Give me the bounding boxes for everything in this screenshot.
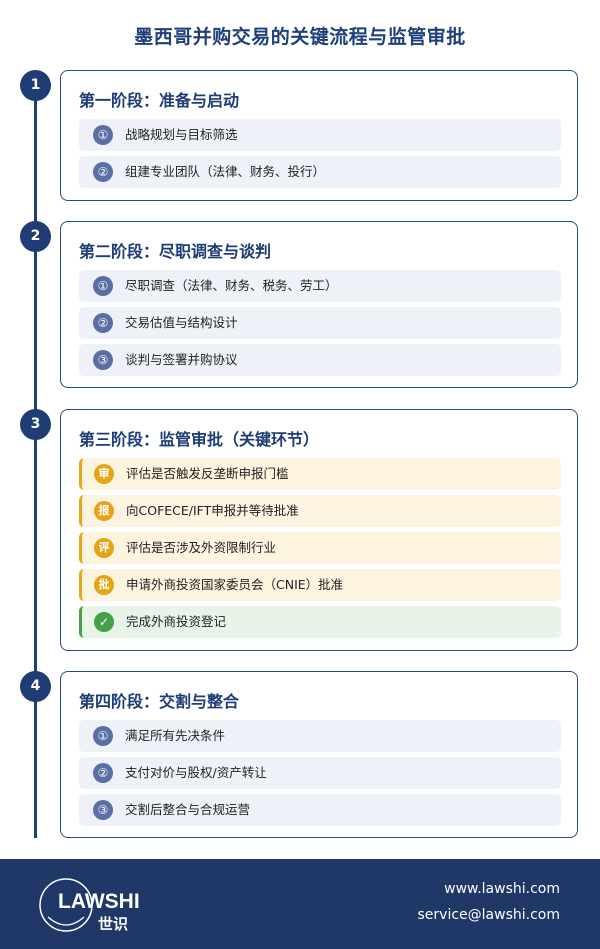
item-text: 完成外商投资登记 (126, 614, 227, 629)
logo-text: LAWSHI (58, 890, 140, 913)
checkmark-icon: ✓ (94, 612, 114, 632)
page-title: 墨西哥并购交易的关键流程与监管审批 (134, 26, 466, 48)
stage-3-item-3: 评 评估是否涉及外资限制行业 (79, 532, 561, 564)
number-bullet-icon: ① (93, 726, 113, 746)
stage-3-card: 第三阶段：监管审批（关键环节） 审 评估是否触发反垄断申报门槛 报 向COFEC… (60, 409, 578, 651)
stage-3-number: 3 (20, 409, 51, 440)
item-text: 谈判与签署并购协议 (125, 352, 238, 367)
report-badge-icon: 报 (94, 501, 114, 521)
number-bullet-icon: ② (93, 763, 113, 783)
stage-3-item-1: 审 评估是否触发反垄断申报门槛 (79, 458, 561, 490)
assess-badge-icon: 评 (94, 538, 114, 558)
number-bullet-icon: ③ (93, 350, 113, 370)
item-text: 战略规划与目标筛选 (125, 127, 238, 142)
stage-4-item-3: ③ 交割后整合与合规运营 (79, 794, 561, 826)
stage-4-title: 第四阶段：交割与整合 (79, 692, 240, 711)
stage-2-item-3: ③ 谈判与签署并购协议 (79, 344, 561, 376)
stage-4-number: 4 (20, 671, 51, 702)
stage-2-title: 第二阶段：尽职调查与谈判 (79, 242, 272, 261)
stage-3-title: 第三阶段：监管审批（关键环节） (79, 430, 320, 449)
item-text: 申请外商投资国家委员会（CNIE）批准 (126, 577, 344, 592)
item-text: 评估是否涉及外资限制行业 (126, 540, 277, 555)
stage-1-number: 1 (20, 70, 51, 101)
approve-badge-icon: 批 (94, 575, 114, 595)
website-link[interactable]: www.lawshi.com (444, 881, 560, 897)
item-text: 支付对价与股权/资产转让 (125, 765, 267, 780)
stage-3-item-5: ✓ 完成外商投资登记 (79, 606, 561, 638)
stage-2-item-2: ② 交易估值与结构设计 (79, 307, 561, 339)
stage-4-card: 第四阶段：交割与整合 ① 满足所有先决条件 ② 支付对价与股权/资产转让 ③ 交… (60, 671, 578, 838)
stage-4-item-1: ① 满足所有先决条件 (79, 720, 561, 752)
stage-3-item-4: 批 申请外商投资国家委员会（CNIE）批准 (79, 569, 561, 601)
stage-2-number: 2 (20, 221, 51, 252)
number-bullet-icon: ② (93, 313, 113, 333)
stage-4-item-2: ② 支付对价与股权/资产转让 (79, 757, 561, 789)
item-text: 尽职调查（法律、财务、税务、劳工） (125, 278, 338, 293)
logo-cn-text: 世识 (98, 915, 128, 933)
timeline-line (34, 86, 37, 838)
email-link[interactable]: service@lawshi.com (417, 907, 560, 923)
number-bullet-icon: ① (93, 276, 113, 296)
stage-2-item-1: ① 尽职调查（法律、财务、税务、劳工） (79, 270, 561, 302)
item-text: 组建专业团队（法律、财务、投行） (125, 164, 326, 179)
item-text: 向COFECE/IFT申报并等待批准 (126, 503, 299, 518)
lawshi-logo: LAWSHI 世识 (39, 878, 140, 933)
stage-1-item-2: ② 组建专业团队（法律、财务、投行） (79, 156, 561, 188)
stage-2-card: 第二阶段：尽职调查与谈判 ① 尽职调查（法律、财务、税务、劳工） ② 交易估值与… (60, 221, 578, 388)
item-text: 满足所有先决条件 (125, 728, 226, 743)
number-bullet-icon: ③ (93, 800, 113, 820)
stage-1-card: 第一阶段：准备与启动 ① 战略规划与目标筛选 ② 组建专业团队（法律、财务、投行… (60, 70, 578, 201)
stage-1-title: 第一阶段：准备与启动 (79, 91, 240, 110)
item-text: 交易估值与结构设计 (125, 315, 238, 330)
footer: LAWSHI 世识 www.lawshi.com service@lawshi.… (0, 859, 600, 949)
number-bullet-icon: ② (93, 162, 113, 182)
review-badge-icon: 审 (94, 464, 114, 484)
number-bullet-icon: ① (93, 125, 113, 145)
item-text: 交割后整合与合规运营 (125, 802, 251, 817)
stage-3-item-2: 报 向COFECE/IFT申报并等待批准 (79, 495, 561, 527)
item-text: 评估是否触发反垄断申报门槛 (126, 466, 289, 481)
stage-1-item-1: ① 战略规划与目标筛选 (79, 119, 561, 151)
